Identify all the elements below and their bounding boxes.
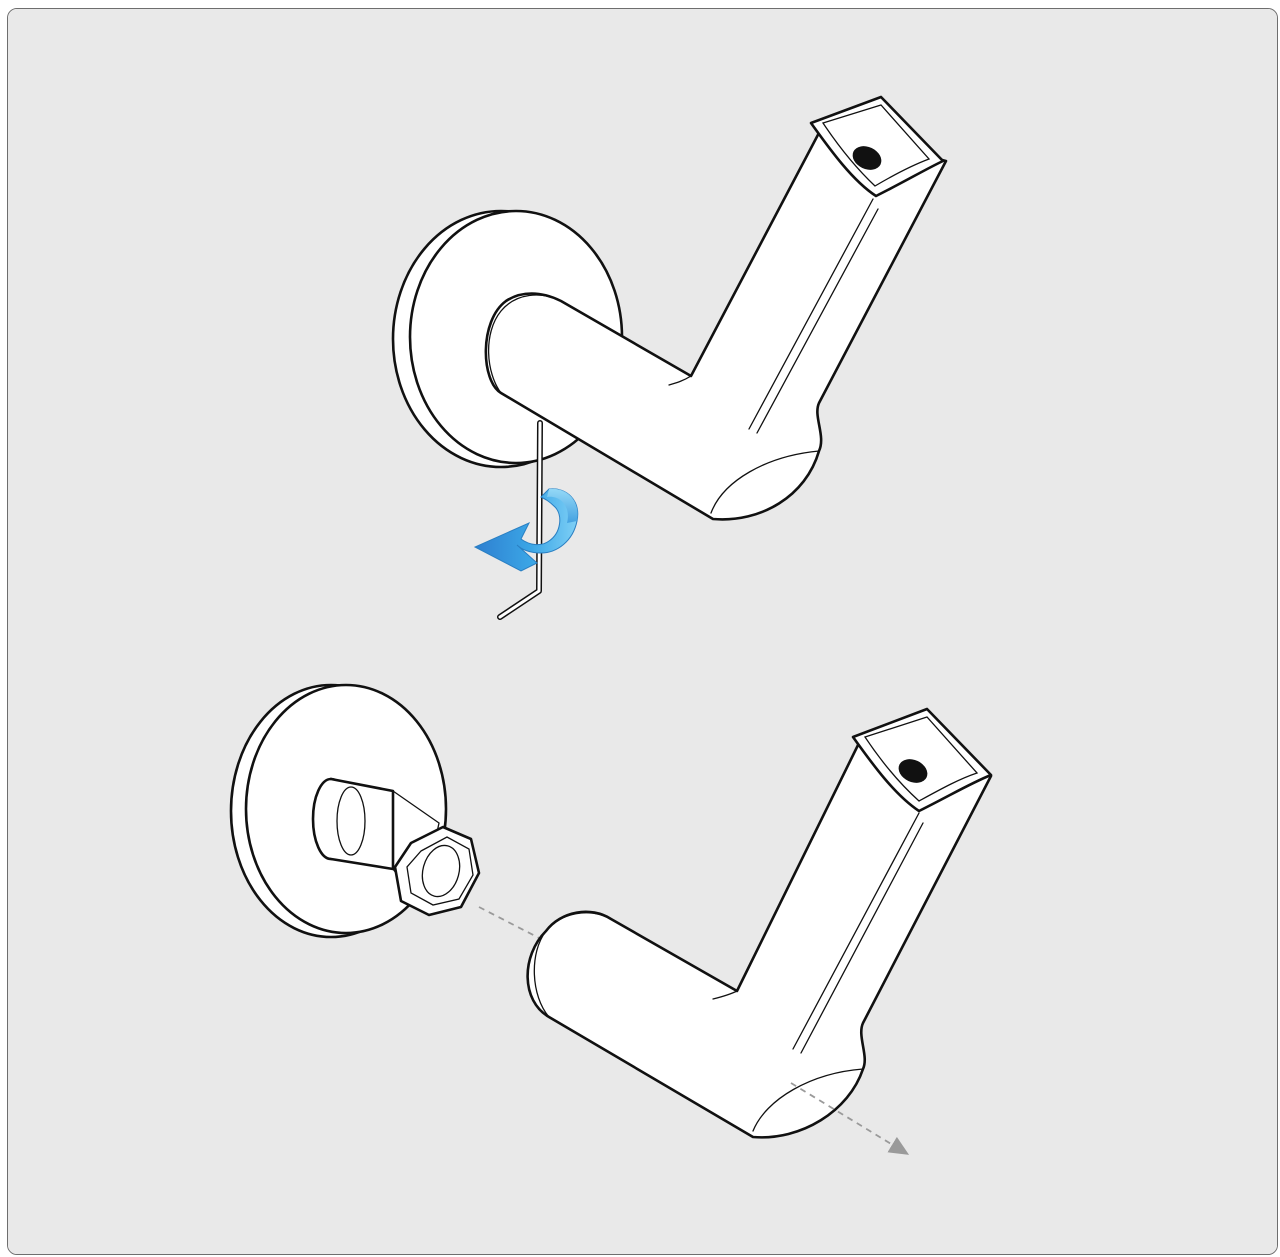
illustration-panel: [7, 8, 1278, 1255]
